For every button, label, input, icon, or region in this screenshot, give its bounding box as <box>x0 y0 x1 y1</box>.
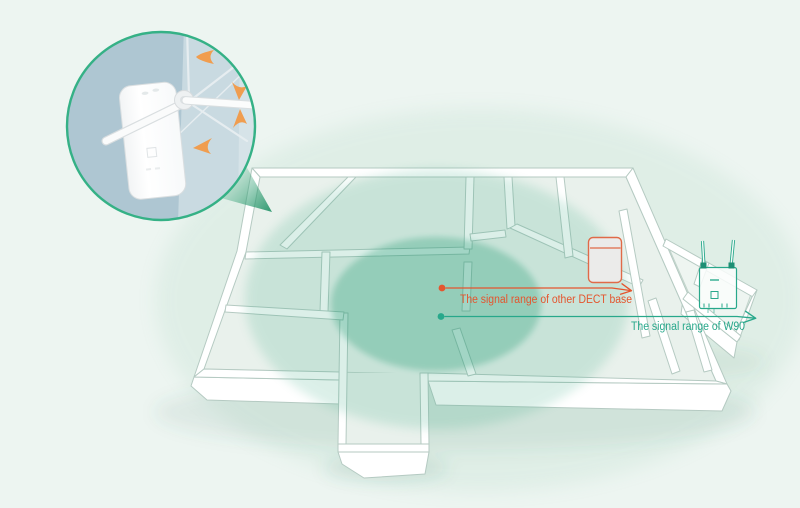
rotation-arrow-icon <box>232 82 247 100</box>
wall-entry-bottom <box>337 443 430 453</box>
w90-range-dot <box>437 313 445 320</box>
wps-button <box>146 146 158 158</box>
callout-wedge <box>221 166 272 212</box>
vent-hole <box>152 88 160 92</box>
antenna-rotation-arrows <box>193 50 247 154</box>
rotation-arrow-icon <box>193 138 212 154</box>
antenna-left <box>101 98 189 146</box>
inset-ring <box>65 30 257 222</box>
wall-interior <box>685 309 713 373</box>
port-mark <box>145 168 152 171</box>
rotation-arrow-icon <box>233 109 247 128</box>
vent-hole <box>141 91 149 95</box>
dect-range-arrow <box>438 283 633 295</box>
rotation-arrow-icon <box>196 50 214 64</box>
dect-range-label: The signal range of other DECT base <box>460 294 632 306</box>
signal-range-ellipse-dect <box>331 237 541 371</box>
antenna-right <box>181 96 255 110</box>
inset-detail-circle <box>65 30 257 222</box>
dect-base-icon <box>587 236 623 284</box>
inset-wall-light <box>178 32 242 220</box>
w90-repeater-icon <box>698 239 738 313</box>
dect-range-dot <box>438 284 446 292</box>
w90-range-label: The signal range of W90 <box>631 321 745 333</box>
w90-range-arrow <box>437 310 757 324</box>
wall-interior <box>618 208 651 339</box>
port-mark <box>154 167 161 170</box>
